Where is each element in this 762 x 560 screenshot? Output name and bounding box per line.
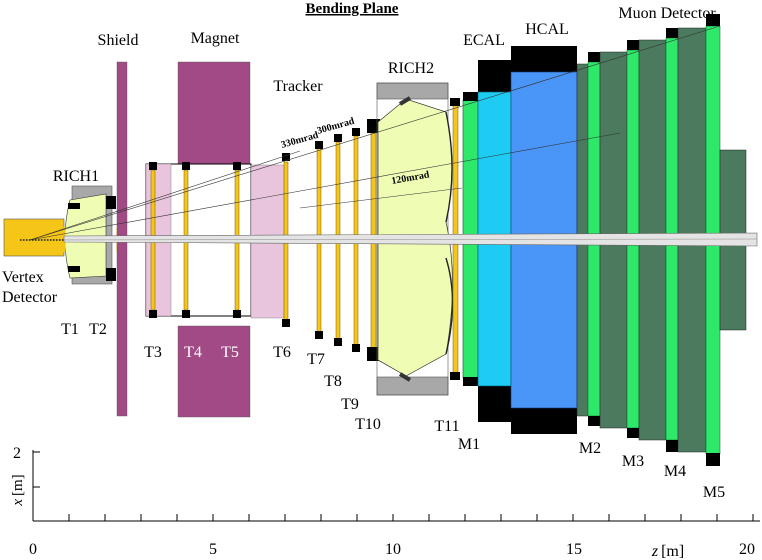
station-t9-frame-bottom [352,344,360,352]
m4-frame-top [666,28,678,38]
m2-frame-bottom [588,416,600,426]
hcal-shield-top [511,46,577,72]
scale-axes [32,450,760,522]
m3-frame-bottom [627,428,639,438]
label-vertex-detector-line1: Vertex [2,269,44,286]
x-axis-unit: [m] [10,474,26,496]
label-t9: T9 [341,396,359,413]
magnet-yoke-bottom [177,325,251,418]
rich2-vessel-top [376,82,449,100]
label-vertex-detector-line2: Detector [2,289,58,306]
ecal-shield-bottom [478,386,511,422]
m5-frame-bottom [706,453,720,466]
rich2-flat-mirror-bottom [398,372,412,382]
rich2-spherical-mirror-bottom [445,257,454,355]
rich1-photodetector-top [106,196,116,209]
label-330mrad: 330mrad [280,130,320,151]
svg-text:x[m]: x [m] [10,474,26,506]
label-t3: T3 [144,344,162,361]
magnet-yoke-top [177,61,251,165]
label-300mrad: 300mrad [316,116,356,137]
label-m3: M3 [622,453,644,470]
rich1-mirror-top [68,203,80,209]
station-t11-frame-top [450,98,460,106]
beam-axis [19,238,758,241]
rich2-spherical-mirror-top [445,111,453,223]
rich1-photodetector-bottom [106,268,116,281]
m1-frame-bottom [463,377,478,386]
label-rich1: RICH1 [53,168,99,185]
label-m4: M4 [664,463,686,480]
label-t7: T7 [307,351,325,368]
rich2-flat-mirror-top [398,96,412,106]
z-axis-title: z[m] [651,543,684,560]
label-ecal: ECAL [463,32,505,49]
z-axis-symbol: z [651,543,659,560]
station-t9-frame-top [352,128,360,136]
station-t6-frame-top [282,153,290,161]
hcal-shield-bottom [511,408,577,434]
station-t6-frame-bottom [282,319,290,327]
label-m2: M2 [579,440,601,457]
label-t1: T1 [61,321,79,338]
x-axis-title: x [m] [10,474,26,506]
label-t10: T10 [355,416,381,433]
label-shield: Shield [98,32,139,49]
z-tick-label-0: 0 [29,541,37,558]
label-t4: T4 [184,344,202,361]
station-t5-frame-top [233,162,241,170]
rich2-vessel-bottom [376,376,449,396]
label-t2: T2 [89,321,107,338]
label-m1: M1 [458,436,480,453]
m1-frame-top [463,92,478,101]
acceptance-line-120mrad [29,132,621,241]
label-tracker: Tracker [273,78,323,95]
m2-frame-top [588,52,600,62]
z-axis-ticks [32,514,754,521]
label-m5: M5 [703,484,725,501]
label-hcal: HCAL [525,21,569,38]
acceptance-line-330mrad [29,150,301,241]
m3-frame-top [627,40,639,50]
z-tick-label-20: 20 [739,541,755,558]
station-t8-frame-bottom [334,338,342,346]
station-t11-frame-bottom [450,372,460,380]
z-tick-label-5: 5 [209,541,217,558]
acceptance-line-inner [299,187,463,209]
label-muon-detector: Muon Detector [618,5,716,22]
z-tick-label-10: 10 [385,541,401,558]
plot-title: Bending Plane [306,1,399,17]
station-t5-frame-bottom [233,310,241,318]
x-tick-label-top: 2 [13,445,21,462]
z-axis-unit: [m] [661,543,684,560]
m4-frame-bottom [666,440,678,452]
z-tick-label-15: 15 [566,541,582,558]
station-t4-frame-top [182,162,190,170]
station-t8-frame-top [334,134,342,142]
acceptance-line-300mrad [29,25,721,241]
rich1-mirror-bottom [68,266,80,272]
station-t7-frame-bottom [315,331,323,339]
label-magnet: Magnet [191,30,240,47]
station-t4-frame-bottom [182,310,190,318]
m5-frame-top [706,14,720,26]
acceptance-lines [29,25,721,241]
ecal-shield-top [478,60,511,92]
label-t5: T5 [221,344,239,361]
x-axis-symbol: x [10,499,26,507]
station-t3-frame-bottom [149,310,157,318]
vertex-detector [3,218,65,257]
label-t11: T11 [434,418,459,435]
label-rich2: RICH2 [388,60,434,77]
label-t8: T8 [324,373,342,390]
station-t7-frame-top [315,141,323,149]
station-t3-frame-top [149,162,157,170]
label-t6: T6 [273,344,291,361]
